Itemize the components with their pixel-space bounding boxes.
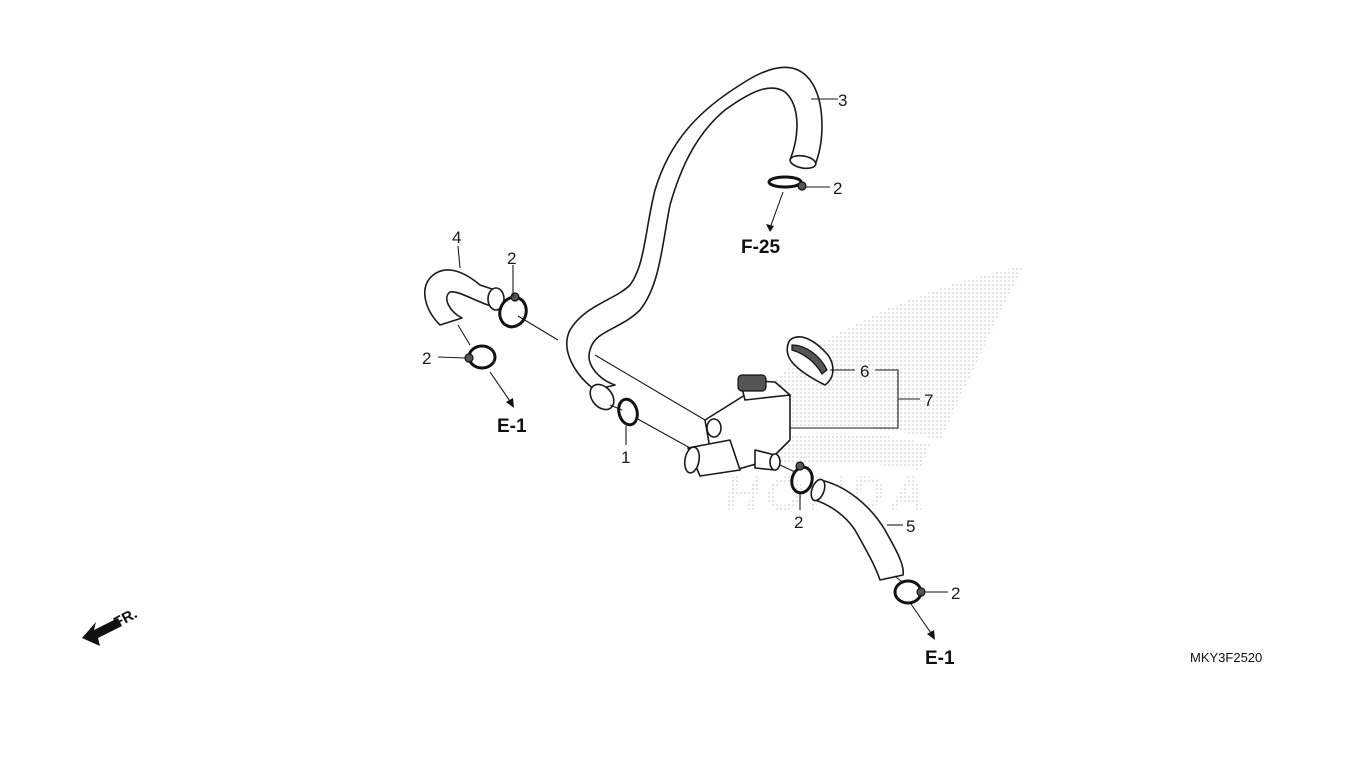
callout-2-upper-left: 2 xyxy=(507,249,516,268)
hose-3 xyxy=(566,66,823,411)
reference-f25[interactable]: F-25 xyxy=(741,237,781,258)
clamp-2-top xyxy=(767,175,807,191)
hose-4 xyxy=(424,269,505,326)
callout-1: 1 xyxy=(621,448,630,467)
callout-2-lower-right: 2 xyxy=(951,584,960,603)
front-direction-indicator: FR. xyxy=(82,605,140,646)
callout-2-top: 2 xyxy=(833,179,842,198)
assembly-lines xyxy=(457,315,903,583)
valve-cover-6 xyxy=(786,336,834,386)
front-arrow-icon xyxy=(82,618,122,646)
callout-3: 3 xyxy=(838,91,847,110)
hose-5 xyxy=(810,478,905,581)
clamp-2-center xyxy=(790,461,814,495)
callout-leaders xyxy=(437,98,948,593)
callout-5: 5 xyxy=(906,517,915,536)
callout-4: 4 xyxy=(452,228,461,247)
reference-e1-left[interactable]: E-1 xyxy=(497,416,527,437)
reference-e1-right[interactable]: E-1 xyxy=(925,648,955,669)
callout-7: 7 xyxy=(924,391,933,410)
o-ring-1 xyxy=(617,397,639,427)
callout-2-lower-left: 2 xyxy=(422,349,431,368)
callout-6: 6 xyxy=(860,362,869,381)
clamp-2-lower-left xyxy=(464,344,497,370)
air-supply-valve xyxy=(683,374,791,477)
reference-arrows xyxy=(489,191,935,640)
clamp-2-lower-right xyxy=(893,579,926,605)
callout-2-center: 2 xyxy=(794,513,803,532)
drawing-code: MKY3F2520 xyxy=(1190,650,1262,665)
